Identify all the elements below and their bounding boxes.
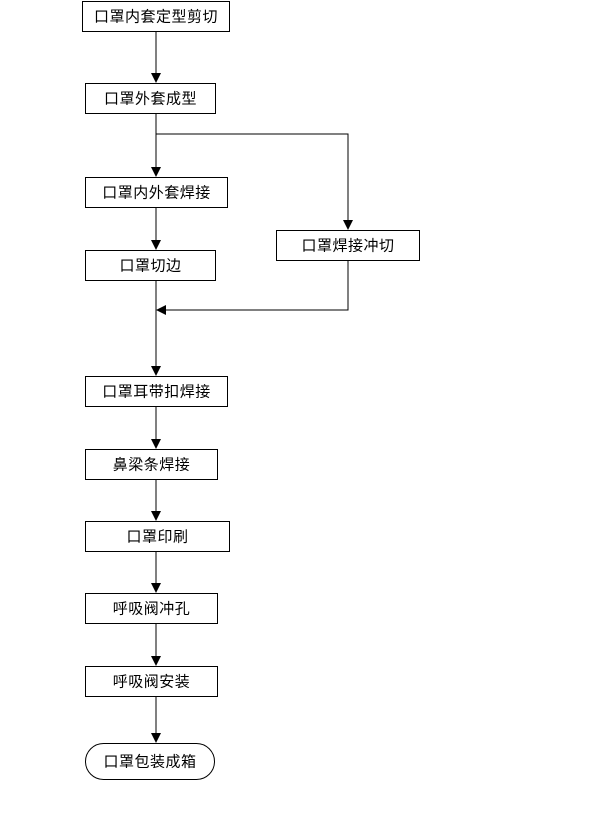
node-label: 口罩耳带扣焊接 (102, 382, 211, 401)
arrowhead-down-icon (151, 511, 161, 521)
arrowhead-left-icon (156, 305, 166, 315)
edge-n10-n11 (151, 697, 161, 743)
arrowhead-down-icon (151, 73, 161, 83)
process-node-valve-hole-punching[interactable]: 呼吸阀冲孔 (85, 593, 218, 624)
arrowhead-down-icon (151, 583, 161, 593)
terminator-node-packaging-boxing[interactable]: 口罩包装成箱 (85, 743, 215, 780)
arrowhead-down-icon (151, 366, 161, 376)
arrowhead-down-icon (151, 240, 161, 250)
process-node-mask-printing[interactable]: 口罩印刷 (85, 521, 230, 552)
process-node-valve-installation[interactable]: 呼吸阀安装 (85, 666, 218, 697)
process-node-mask-edge-cutting[interactable]: 口罩切边 (85, 250, 216, 281)
edge-n2-n3 (151, 114, 161, 177)
node-label: 口罩包装成箱 (103, 752, 197, 771)
process-node-mask-inner-shell-trim[interactable]: 口罩内套定型剪切 (82, 1, 230, 32)
process-node-nose-bridge-welding[interactable]: 鼻梁条焊接 (85, 449, 218, 480)
node-label: 口罩切边 (119, 256, 182, 275)
edge-n6-n7 (151, 407, 161, 449)
edge-n7-n8 (151, 480, 161, 521)
edge-n4-n6 (151, 281, 161, 376)
arrowhead-down-icon (151, 733, 161, 743)
arrowhead-down-icon (151, 167, 161, 177)
edge-n9-n10 (151, 624, 161, 666)
process-node-inner-outer-shell-welding[interactable]: 口罩内外套焊接 (85, 177, 228, 208)
process-node-mask-outer-shell-forming[interactable]: 口罩外套成型 (85, 83, 216, 114)
process-node-earloop-buckle-welding[interactable]: 口罩耳带扣焊接 (85, 376, 228, 407)
process-node-mask-weld-punching[interactable]: 口罩焊接冲切 (276, 230, 420, 261)
node-label: 口罩焊接冲切 (301, 236, 395, 255)
node-label: 口罩印刷 (126, 527, 189, 546)
arrowhead-down-icon (343, 220, 353, 230)
node-label: 呼吸阀安装 (112, 672, 191, 691)
edge-n1-n2 (151, 32, 161, 83)
node-label: 口罩外套成型 (103, 89, 197, 108)
arrowhead-down-icon (151, 439, 161, 449)
arrowhead-down-icon (151, 656, 161, 666)
edge-n8-n9 (151, 552, 161, 593)
node-label: 口罩内外套焊接 (102, 183, 211, 202)
node-label: 口罩内套定型剪切 (93, 7, 218, 26)
node-label: 呼吸阀冲孔 (112, 599, 191, 618)
edge-n3-n4 (151, 208, 161, 250)
node-label: 鼻梁条焊接 (112, 455, 191, 474)
